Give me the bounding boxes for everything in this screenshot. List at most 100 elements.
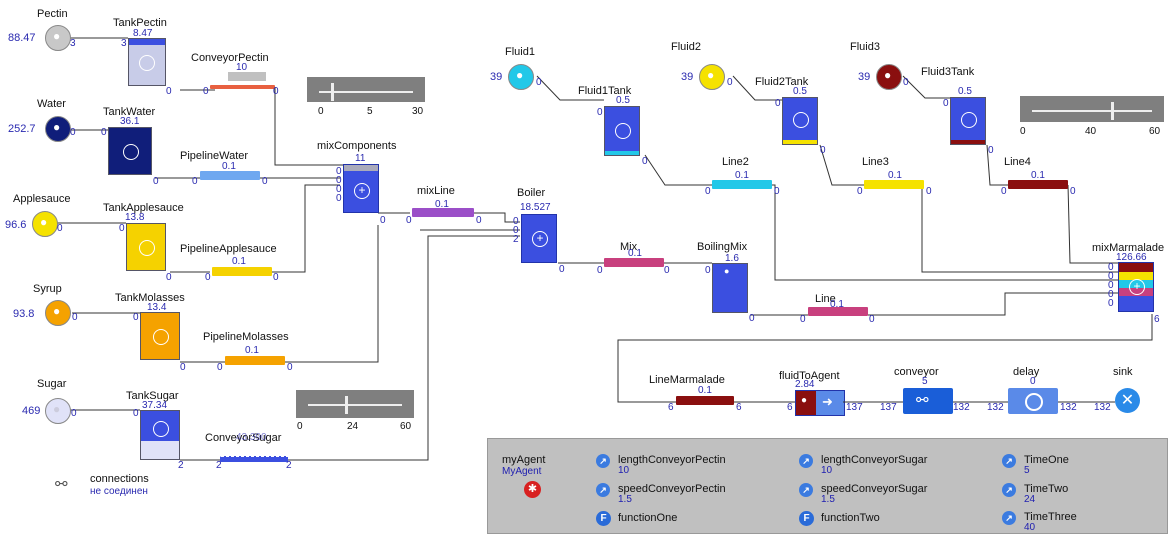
port-in: 0 [513, 216, 519, 227]
sink-block[interactable]: ✕ [1115, 388, 1140, 413]
agent-icon[interactable]: ✱ [524, 481, 541, 498]
source-applesauce[interactable]: ● [32, 211, 58, 237]
param-timetwo[interactable]: TimeTwo [1024, 483, 1069, 495]
port-in: 0 [1108, 289, 1114, 300]
drop-icon: ● [707, 68, 715, 82]
pipe-mix-label: Mix [620, 241, 638, 253]
slider-tick: 5 [367, 106, 373, 117]
fluidtoagent-block[interactable]: ● ➜ [795, 390, 845, 416]
tank-sugar[interactable] [140, 410, 180, 460]
slider-thumb[interactable] [331, 83, 335, 101]
param-speedconveyorsugar[interactable]: speedConveyorSugar [821, 483, 928, 495]
pipe-pipelinewater-label: PipelineWater [180, 150, 249, 162]
slider-track [1032, 110, 1152, 112]
tank-water-value: 36.1 [120, 116, 140, 127]
param-timethree[interactable]: TimeThree [1024, 511, 1077, 523]
source-fluid3[interactable]: ● [876, 64, 902, 90]
delay-label: delay [1013, 366, 1040, 378]
tank-pectin-label: TankPectin [113, 17, 167, 29]
port-in: 0 [597, 265, 603, 276]
pipe-pipelinemolasses-label: PipelineMolasses [203, 331, 289, 343]
function-two[interactable]: functionTwo [821, 512, 880, 524]
pipe-pipelineapplesauce[interactable] [212, 267, 272, 276]
slider-thumb[interactable] [1111, 102, 1115, 120]
param-value: 40 [1024, 522, 1036, 533]
pipe-pipelineapplesauce-value: 0.1 [232, 256, 246, 267]
slider-conveyor-sugar[interactable] [296, 390, 414, 418]
port-in: 6 [668, 402, 674, 413]
tank-fluid1[interactable] [604, 106, 640, 156]
source-sugar[interactable]: ● [45, 398, 71, 424]
source-pectin[interactable]: ● [45, 25, 71, 51]
tank-pectin[interactable] [128, 38, 166, 86]
param-lengthconveyorsugar[interactable]: lengthConveyorSugar [821, 454, 928, 466]
source-fluid2[interactable]: ● [699, 64, 725, 90]
mixer-mixcomponents-label: mixComponents [317, 140, 397, 152]
port-out: 0 [166, 272, 172, 283]
tank-fluid3[interactable] [950, 97, 986, 145]
pipe-conveyorpectin-label: ConveyorPectin [191, 52, 269, 64]
delay-value: 0 [1030, 376, 1036, 387]
tank-water-label: TankWater [103, 106, 156, 118]
drop-icon: ● [40, 215, 48, 229]
tank-applesauce[interactable] [126, 223, 166, 271]
source-fluid3-label: Fluid3 [850, 41, 880, 53]
pipe-conveyorpectin[interactable] [210, 85, 275, 89]
mixer-mixcomponents[interactable]: + [343, 164, 379, 213]
port-out: 3 [70, 38, 76, 49]
pipe-conveyorsugar[interactable] [220, 456, 288, 462]
port-out: 0 [774, 186, 780, 197]
pipe-mixline[interactable] [412, 208, 474, 217]
agent-name[interactable]: myAgent [502, 454, 546, 466]
pipe-line3[interactable] [864, 180, 924, 189]
source-fluid2-label: Fluid2 [671, 41, 701, 53]
tank-water[interactable] [108, 127, 152, 175]
pipe-mix[interactable] [604, 258, 664, 267]
drop-icon: ● [53, 29, 61, 43]
drop-icon: ● [884, 68, 892, 82]
clock-icon [139, 55, 155, 71]
slider-thumb[interactable] [344, 396, 348, 414]
port-in: 0 [705, 265, 711, 276]
tank-molasses[interactable] [140, 312, 180, 360]
conveyor-pectin-readout [228, 72, 266, 81]
port-in: 0 [775, 98, 781, 109]
port-in: 0 [1108, 280, 1114, 291]
mixer-mixmarmalade[interactable]: + [1118, 262, 1154, 312]
pipe-line4[interactable] [1008, 180, 1068, 189]
port-in: 0 [705, 186, 711, 197]
source-syrup[interactable]: ● [45, 300, 71, 326]
port-out: 6 [1154, 314, 1160, 325]
source-water[interactable]: ● [45, 116, 71, 142]
pipe-line[interactable] [808, 307, 868, 316]
delay-block[interactable] [1008, 388, 1058, 414]
port-in: 0 [133, 312, 139, 323]
port-in: 0 [119, 223, 125, 234]
port-in: 2 [216, 460, 222, 471]
source-fluid1[interactable]: ● [508, 64, 534, 90]
mixer-boiler-value: 18.527 [520, 202, 551, 213]
pipe-line2[interactable] [712, 180, 772, 189]
port-out: 0 [57, 223, 63, 234]
tank-boilingmix[interactable]: ● [712, 263, 748, 313]
tank-pectin-value: 8.47 [133, 28, 153, 39]
clock-icon [793, 112, 809, 128]
slider-time[interactable] [1020, 96, 1164, 122]
pipe-pipelinemolasses[interactable] [225, 356, 285, 365]
clock-icon [1025, 393, 1043, 411]
source-pectin-label: Pectin [37, 8, 68, 20]
slider-conveyor-pectin[interactable] [307, 77, 425, 102]
tank-fluid2-label: Fluid2Tank [755, 76, 809, 88]
drop-icon: ● [53, 402, 61, 416]
pipe-pipelinewater[interactable] [200, 171, 260, 180]
pipe-pipelinemolasses-value: 0.1 [245, 345, 259, 356]
port-in: 0 [336, 166, 342, 177]
tank-fluid2[interactable] [782, 97, 818, 145]
pipe-linemarmalade[interactable] [676, 396, 734, 405]
function-one[interactable]: functionOne [618, 512, 678, 524]
param-speedconveyorpectin[interactable]: speedConveyorPectin [618, 483, 726, 495]
conveyor-block[interactable]: ⚯ [903, 388, 953, 414]
param-lengthconveyorpectin[interactable]: lengthConveyorPectin [618, 454, 726, 466]
param-timeone[interactable]: TimeOne [1024, 454, 1069, 466]
mixer-boiler[interactable]: + [521, 214, 557, 263]
